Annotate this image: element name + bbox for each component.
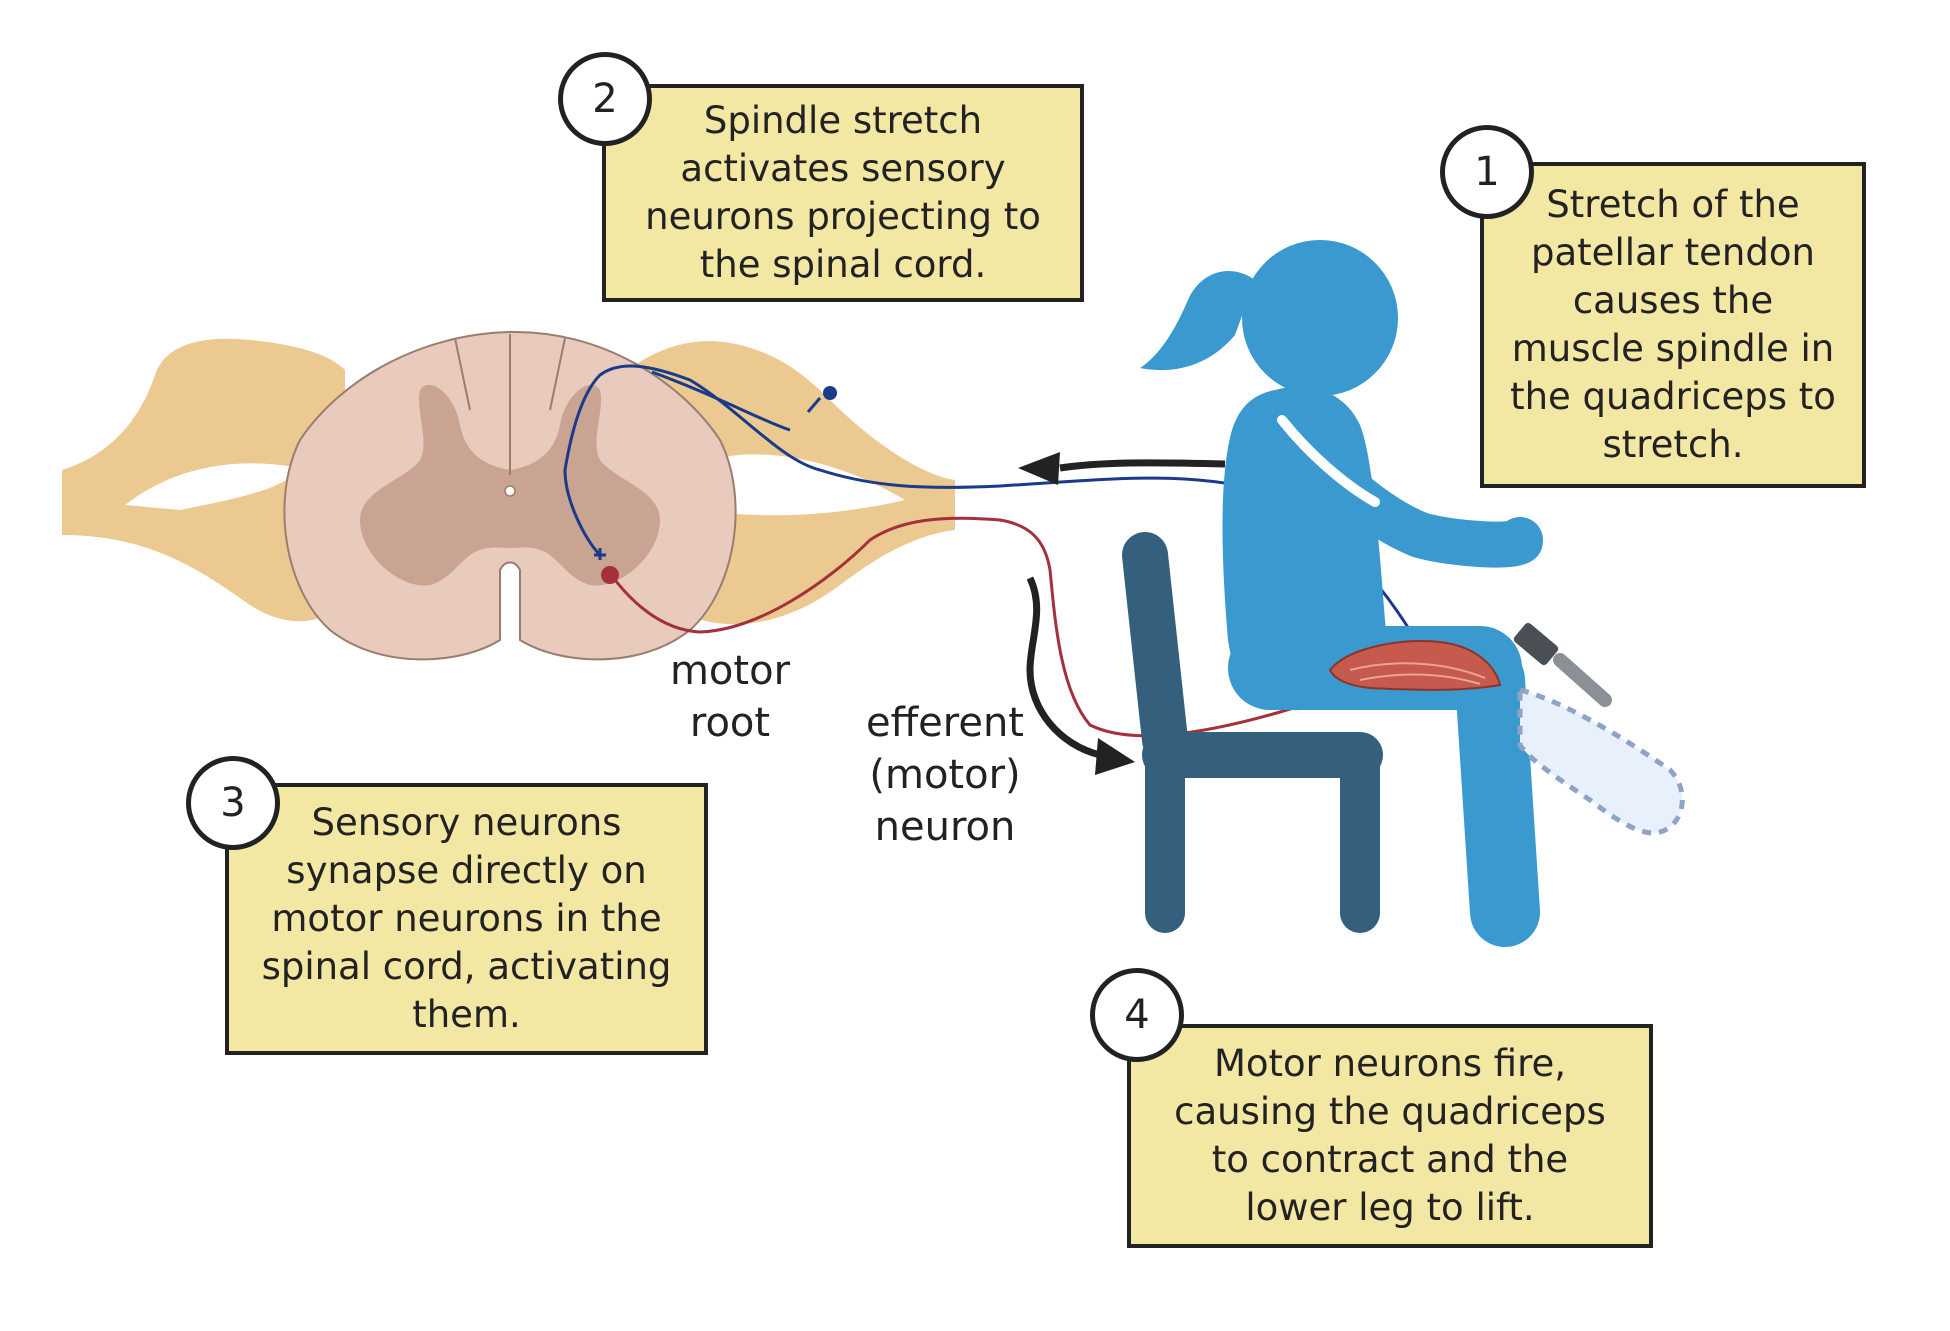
dorsal-sulcus-right bbox=[549, 337, 566, 411]
efferent-neuron-label: efferent (motor) neuron bbox=[866, 700, 1024, 850]
person-shin bbox=[1455, 645, 1540, 947]
dorsal-sulcus-left bbox=[454, 337, 471, 411]
step-1-number: 1 bbox=[1440, 125, 1534, 219]
step-1-box: Stretch of the patellar tendon causes th… bbox=[1480, 162, 1866, 488]
motor-neuron-cell-body bbox=[601, 566, 619, 584]
motor-root-label: motor root bbox=[669, 648, 791, 746]
chair bbox=[1122, 532, 1383, 933]
efferent-arrowhead bbox=[1095, 738, 1135, 775]
step-2-box: Spindle stretch activates sensory neuron… bbox=[602, 84, 1084, 302]
step-1-text: Stretch of the patellar tendon causes th… bbox=[1510, 183, 1836, 466]
step-3-text: Sensory neurons synapse directly on moto… bbox=[261, 801, 672, 1036]
step-4-number: 4 bbox=[1090, 968, 1184, 1062]
quadriceps-muscle bbox=[1328, 639, 1502, 691]
spinal-nerves bbox=[62, 338, 955, 625]
step-3-number: 3 bbox=[186, 756, 280, 850]
right-nerve-hole bbox=[685, 454, 905, 516]
step-2-number: 2 bbox=[558, 52, 652, 146]
dorsal-root-ganglion-cell bbox=[823, 386, 837, 400]
synapse-terminal bbox=[594, 548, 606, 560]
seated-person bbox=[1140, 240, 1543, 947]
lifted-leg-ghost bbox=[1517, 686, 1685, 836]
afferent-arrow bbox=[1059, 459, 1226, 472]
step-4-box: Motor neurons fire, causing the quadrice… bbox=[1127, 1024, 1653, 1248]
afferent-arrowhead bbox=[1018, 452, 1060, 485]
reflex-hammer-icon bbox=[1513, 622, 1612, 707]
efferent-arrow bbox=[1026, 576, 1101, 759]
arrow-icon bbox=[1018, 452, 1226, 775]
person-ponytail bbox=[1140, 270, 1255, 371]
person-head bbox=[1242, 240, 1398, 396]
step-4-text: Motor neurons fire, causing the quadrice… bbox=[1174, 1042, 1606, 1229]
left-nerve-hole bbox=[125, 463, 300, 510]
motor-neuron bbox=[601, 516, 1396, 738]
central-canal bbox=[504, 485, 516, 497]
step-3-box: Sensory neurons synapse directly on moto… bbox=[225, 783, 708, 1055]
step-2-text: Spindle stretch activates sensory neuron… bbox=[645, 99, 1041, 286]
